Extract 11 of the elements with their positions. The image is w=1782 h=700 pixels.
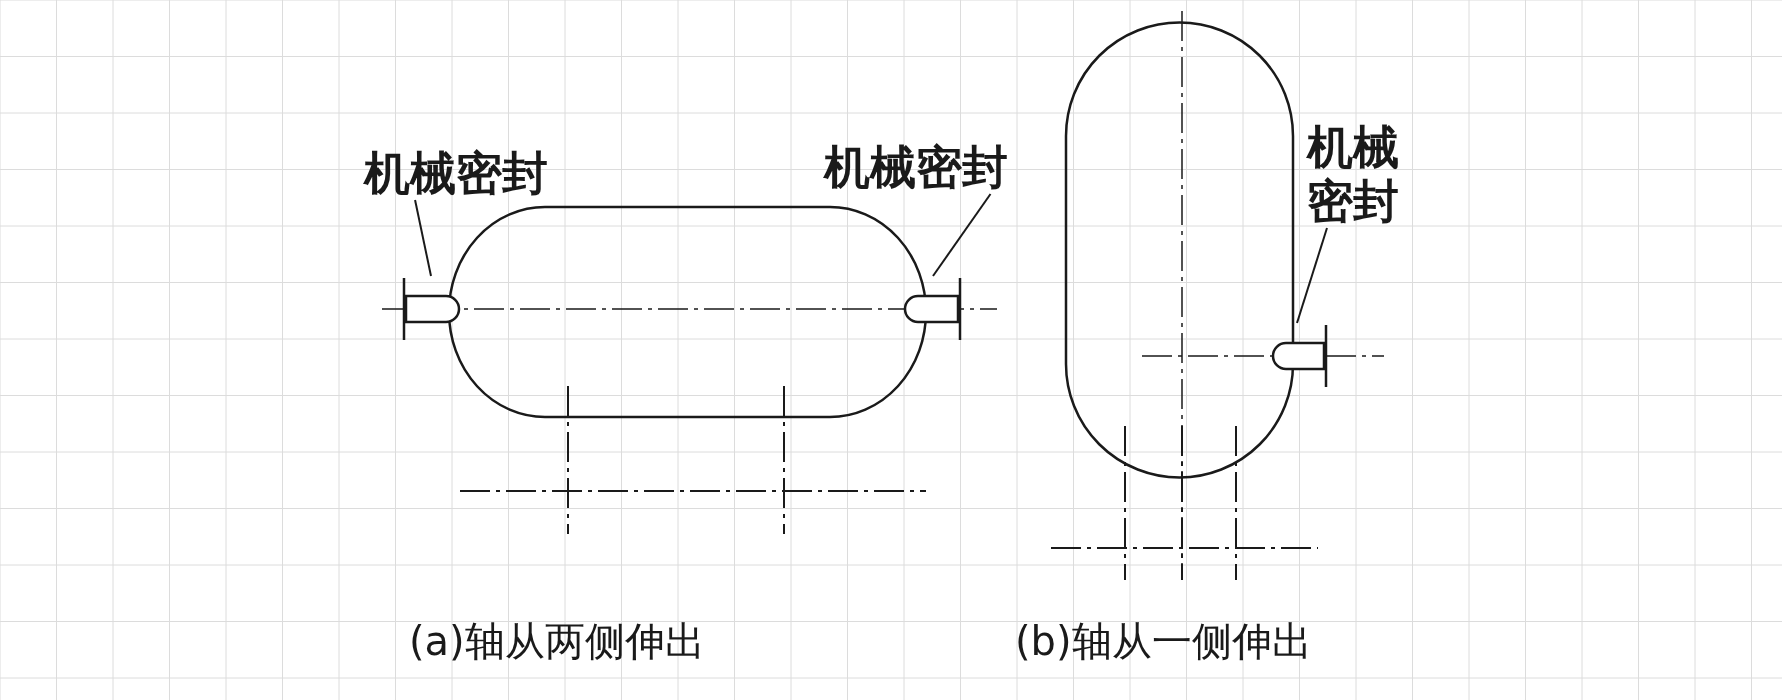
seal-drawing — [400, 276, 462, 342]
seal-drawing — [1270, 323, 1330, 389]
callout-text: 机械密封 — [1307, 120, 1407, 228]
callout-text: 机械密封 — [824, 140, 1046, 194]
seal-drawing — [902, 276, 964, 342]
figure-caption: (a)轴从两侧伸出 — [409, 617, 705, 665]
figure-caption: (b)轴从一侧伸出 — [1015, 617, 1312, 665]
leader-line — [1296, 227, 1328, 324]
leader-line — [414, 199, 432, 277]
callout-text: 机械密封 — [364, 146, 586, 200]
leader-line — [932, 193, 992, 277]
